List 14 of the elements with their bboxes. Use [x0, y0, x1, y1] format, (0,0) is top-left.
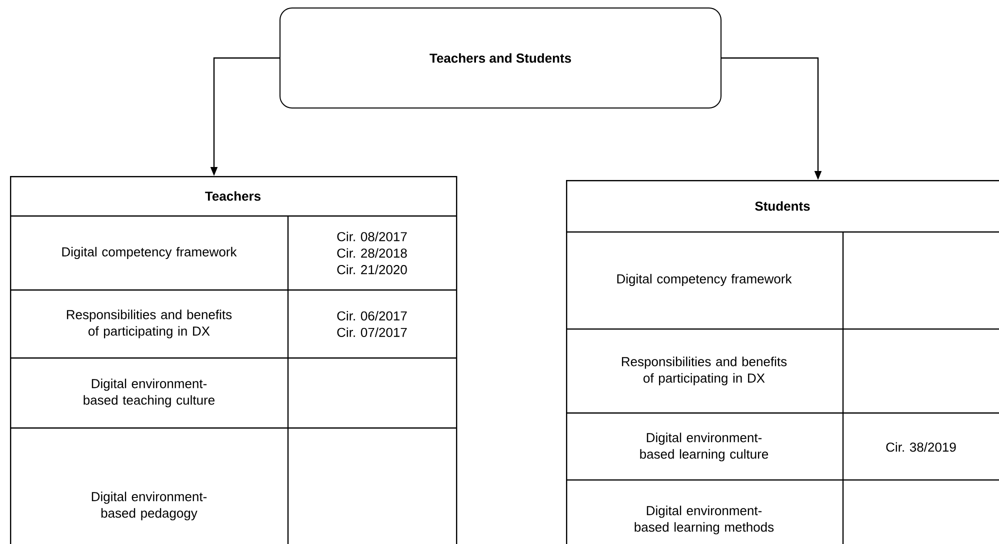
table-cell-text: Digital competency framework [62, 246, 237, 260]
table-cell-text: Cir. 08/2017 Cir. 28/2018 Cir. 21/2020 [337, 232, 407, 274]
table-cell-text: Cir. 38/2019 [886, 442, 956, 452]
table-cell-text: Digital environment-based pedagogy [92, 492, 207, 520]
table-cell-text: Digital competency framework [617, 274, 792, 286]
table-cell-text: Cir. 06/2017 Cir. 07/2017 [337, 310, 407, 338]
title-box: Teachers and Students [280, 8, 722, 108]
table-cell-text: Digital environment-based learning culture [640, 432, 768, 462]
table-header: Students [755, 201, 810, 211]
table-cell-text: Responsibilities and benefits of participating in DX [622, 356, 787, 386]
table-cell-text: Digital environment-based teaching culture [84, 378, 215, 408]
table-cell-text: Digital environment-based learning methods [634, 506, 774, 534]
table-cell-text: Responsibilities and benefits of participating in DX [66, 310, 232, 338]
table-header: Teachers [205, 191, 261, 201]
